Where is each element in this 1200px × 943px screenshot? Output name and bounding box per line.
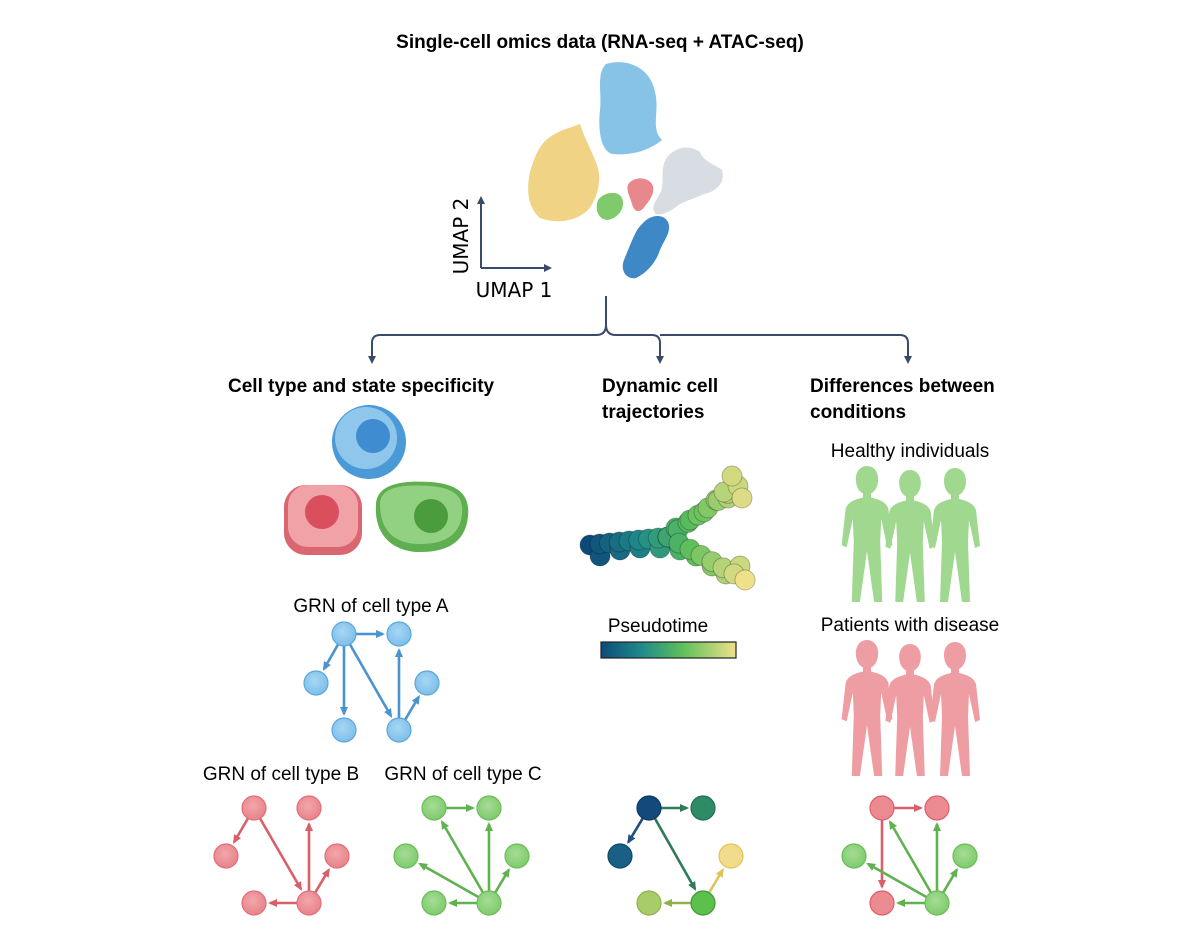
grn-edge bbox=[653, 817, 697, 891]
grn-node bbox=[296, 795, 322, 821]
grn-node bbox=[303, 670, 329, 696]
cluster-darkblue bbox=[622, 216, 670, 279]
grn-cell-type-c bbox=[393, 795, 530, 916]
cell-illustrations bbox=[284, 405, 469, 555]
person-figure bbox=[930, 642, 980, 776]
grn-node bbox=[331, 717, 357, 743]
figure-title: Single-cell omics data (RNA-seq + ATAC-s… bbox=[396, 32, 804, 53]
heading-trajectory-line1: Dynamic cell bbox=[602, 376, 718, 397]
grn-node bbox=[476, 890, 502, 916]
heading-conditions-line1: Differences between bbox=[810, 376, 995, 397]
umap-x-label: UMAP 1 bbox=[476, 278, 553, 302]
cluster-red bbox=[627, 178, 654, 212]
grn-edge bbox=[708, 868, 724, 894]
grn-node bbox=[241, 795, 267, 821]
grn-node bbox=[607, 843, 633, 869]
person-figure bbox=[930, 468, 980, 602]
grn-cell-type-b bbox=[213, 795, 350, 916]
grn-node bbox=[504, 843, 530, 869]
cluster-blue bbox=[599, 62, 662, 155]
cluster-yellow bbox=[528, 124, 600, 222]
grn-b-label: GRN of cell type B bbox=[203, 764, 359, 785]
grn-node bbox=[952, 843, 978, 869]
grn-node bbox=[718, 843, 744, 869]
grn-edge bbox=[942, 868, 958, 894]
grn-node bbox=[690, 795, 716, 821]
heading-trajectory-line2: trajectories bbox=[602, 402, 704, 423]
grn-edge bbox=[627, 817, 644, 845]
pseudotime-colorbar bbox=[600, 641, 737, 659]
grn-node bbox=[869, 890, 895, 916]
grn-edge bbox=[494, 868, 510, 894]
person-figure bbox=[885, 644, 935, 776]
cell-green bbox=[375, 481, 469, 552]
grn-node bbox=[331, 621, 357, 647]
grn-node bbox=[421, 890, 447, 916]
grn-node bbox=[324, 843, 350, 869]
healthy-label: Healthy individuals bbox=[831, 441, 989, 462]
grn-node bbox=[296, 890, 322, 916]
grn-edge bbox=[348, 643, 393, 718]
grn-node bbox=[213, 843, 239, 869]
grn-node bbox=[636, 890, 662, 916]
person-figure bbox=[885, 469, 935, 602]
cluster-gray bbox=[653, 147, 723, 215]
grn-edge bbox=[866, 862, 928, 899]
grn-node bbox=[869, 795, 895, 821]
grn-conditions bbox=[841, 795, 978, 916]
trajectory-cells bbox=[579, 465, 756, 591]
grn-node bbox=[393, 843, 419, 869]
grn-node bbox=[241, 890, 267, 916]
grn-node bbox=[690, 890, 716, 916]
heading-conditions-line2: conditions bbox=[810, 402, 906, 423]
cell-blue bbox=[332, 405, 406, 479]
grn-edge bbox=[888, 820, 933, 894]
person-figure bbox=[841, 640, 893, 777]
grn-node bbox=[386, 717, 412, 743]
umap-axes: UMAP 2 UMAP 1 bbox=[449, 196, 553, 302]
grn-cell-type-a bbox=[303, 621, 440, 743]
umap-y-label: UMAP 2 bbox=[449, 198, 473, 275]
grn-node bbox=[841, 843, 867, 869]
patients-with-disease-figures bbox=[841, 640, 980, 777]
grn-edge bbox=[232, 817, 250, 844]
pseudotime-label: Pseudotime bbox=[608, 616, 708, 637]
grn-edge bbox=[418, 862, 480, 899]
grn-edge bbox=[404, 695, 420, 721]
grn-node bbox=[421, 795, 447, 821]
grn-trajectory bbox=[607, 795, 744, 916]
grn-node bbox=[636, 795, 662, 821]
grn-edge bbox=[440, 820, 485, 894]
trajectory-cell bbox=[731, 487, 753, 509]
grn-node bbox=[386, 621, 412, 647]
cluster-green bbox=[596, 192, 624, 220]
grn-node bbox=[476, 795, 502, 821]
umap-clusters bbox=[528, 62, 723, 279]
grn-c-label: GRN of cell type C bbox=[384, 764, 541, 785]
cell-red bbox=[284, 485, 362, 555]
grn-a-label: GRN of cell type A bbox=[293, 596, 449, 617]
trajectory-cell bbox=[721, 465, 743, 487]
disease-label: Patients with disease bbox=[821, 615, 1000, 636]
branch-connector bbox=[368, 296, 912, 364]
grn-edge bbox=[322, 643, 340, 671]
healthy-individuals-figures bbox=[841, 466, 980, 603]
person-figure bbox=[841, 466, 893, 603]
grn-edge bbox=[258, 817, 303, 891]
grn-node bbox=[924, 890, 950, 916]
grn-node bbox=[924, 795, 950, 821]
grn-edge bbox=[314, 868, 330, 894]
grn-node bbox=[414, 670, 440, 696]
trajectory-cell bbox=[734, 569, 756, 591]
heading-cell-type: Cell type and state specificity bbox=[228, 376, 495, 397]
